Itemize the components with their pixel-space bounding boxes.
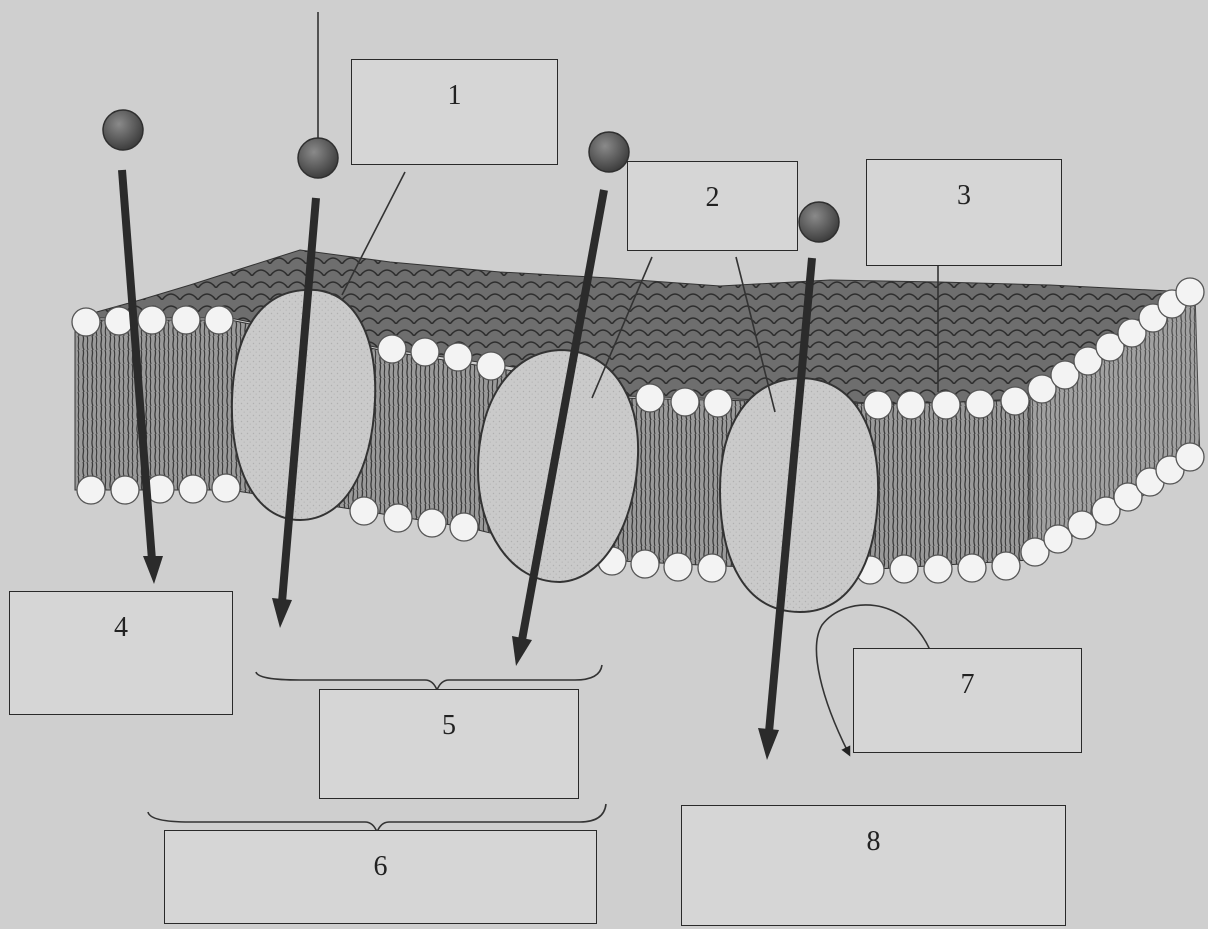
- label-box-7[interactable]: 7: [853, 648, 1082, 753]
- label-box-2[interactable]: 2: [627, 161, 798, 251]
- label-box-1[interactable]: 1: [351, 59, 558, 165]
- label-box-8[interactable]: 8: [681, 805, 1066, 926]
- label-box-6[interactable]: 6: [164, 830, 597, 924]
- label-box-4[interactable]: 4: [9, 591, 233, 715]
- brace-6: [148, 804, 606, 832]
- brace-5: [256, 665, 602, 690]
- label-8: 8: [682, 806, 1065, 858]
- label-box-5[interactable]: 5: [319, 689, 579, 799]
- label-box-3[interactable]: 3: [866, 159, 1062, 266]
- label-2: 2: [628, 162, 797, 214]
- label-6: 6: [165, 831, 596, 883]
- label-4: 4: [10, 592, 232, 644]
- label-5: 5: [320, 690, 578, 742]
- label-1: 1: [352, 60, 557, 112]
- label-7: 7: [854, 649, 1081, 701]
- label-3: 3: [867, 160, 1061, 212]
